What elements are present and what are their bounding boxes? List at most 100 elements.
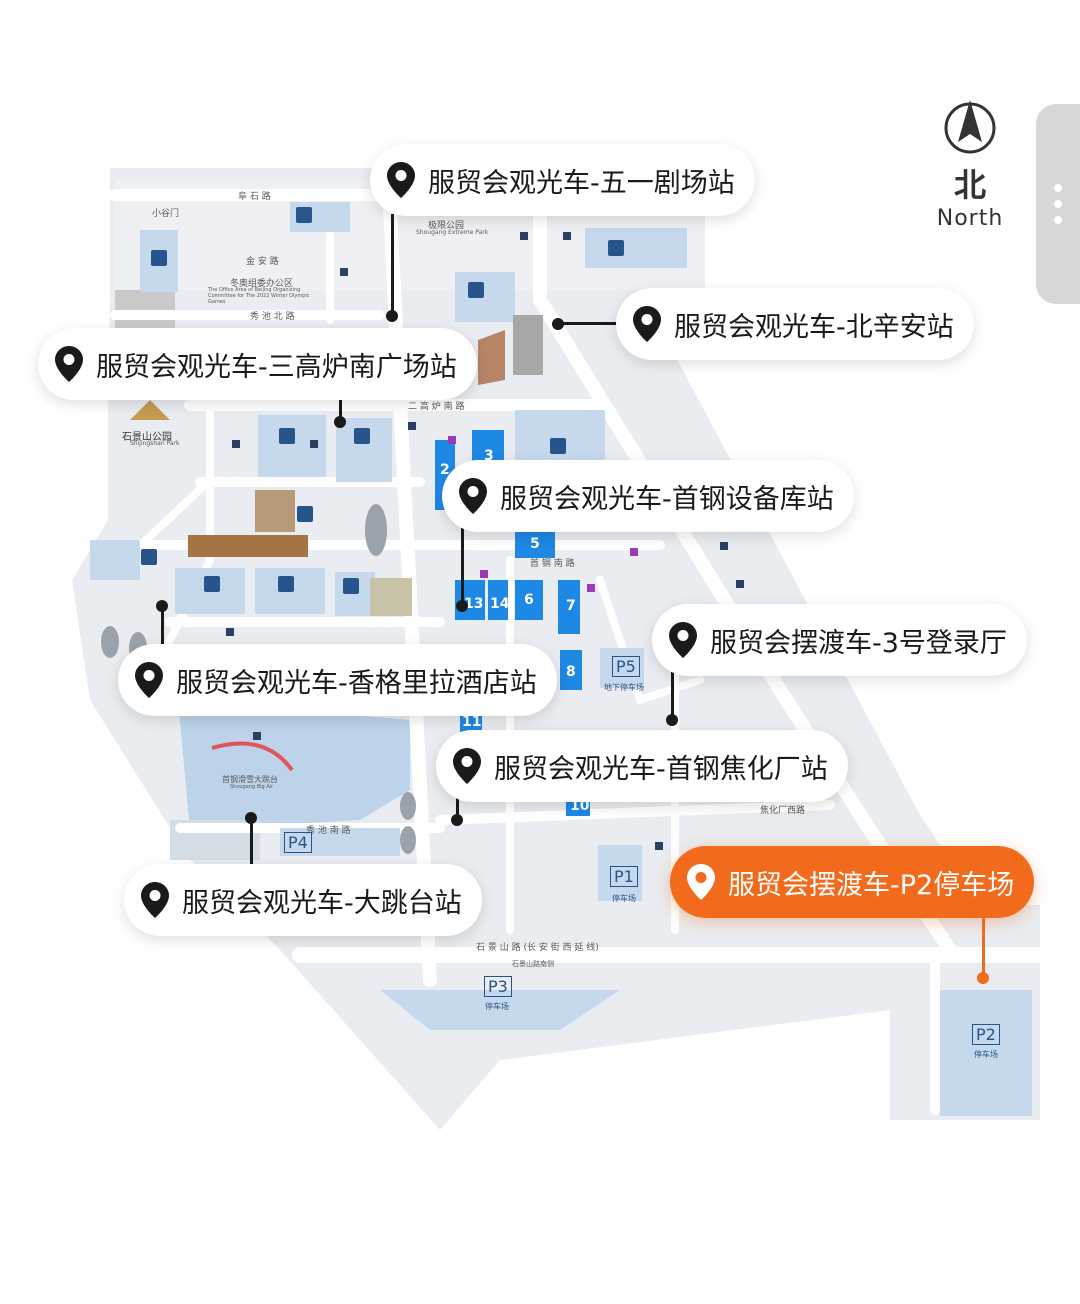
station-label: 服贸会摆渡车-3号登录厅 xyxy=(710,627,1007,659)
big-air-icon xyxy=(211,741,294,772)
location-pin-icon xyxy=(687,864,715,900)
parking-block xyxy=(600,648,644,688)
parking-icon xyxy=(550,438,566,454)
road-label-fushi: 阜 石 路 xyxy=(238,192,271,202)
place-label-shijingshan-park: 石景山公园 xyxy=(122,432,172,443)
parking-icon xyxy=(279,428,295,444)
compass: 北 North xyxy=(930,96,1010,231)
compass-north-en: North xyxy=(936,206,1004,231)
stop-dot xyxy=(245,812,257,824)
wc-icon xyxy=(563,232,571,240)
wc-icon xyxy=(736,580,744,588)
place-label-big-air: 首钢滑雪大跳台 xyxy=(222,775,278,784)
location-pin-icon xyxy=(633,306,661,342)
parking-icon xyxy=(297,506,313,522)
hall-block xyxy=(566,798,590,816)
parking-icon xyxy=(468,282,484,298)
parking-block xyxy=(598,845,642,901)
location-pin-icon xyxy=(669,622,697,658)
metro-icon xyxy=(630,548,638,556)
station-shougang-equipment[interactable]: 服贸会观光车-首钢设备库站 xyxy=(442,460,854,532)
leader-line xyxy=(250,820,253,866)
leader-line xyxy=(456,798,459,820)
location-pin-icon xyxy=(459,478,487,514)
building-tan xyxy=(255,490,295,532)
road-minor-3 xyxy=(596,576,704,706)
tower-icon xyxy=(400,826,416,854)
station-shangri-la[interactable]: 服贸会观光车-香格里拉酒店站 xyxy=(118,644,557,716)
leader-line xyxy=(558,322,618,325)
station-beixinan[interactable]: 服贸会观光车-北辛安站 xyxy=(616,288,974,360)
station-label: 服贸会观光车-五一剧场站 xyxy=(428,167,735,199)
parking-icon xyxy=(141,549,157,565)
lake xyxy=(178,700,410,830)
road-label-jiaohua: 焦化厂西路 xyxy=(760,806,806,816)
tower-icon xyxy=(101,626,119,658)
hall-block xyxy=(560,650,582,690)
leader-line xyxy=(671,672,674,722)
leader-line xyxy=(461,528,464,606)
parking-block xyxy=(585,228,687,268)
hall-number: 8 xyxy=(566,664,576,680)
p-icons xyxy=(141,207,624,594)
hall-number: 7 xyxy=(566,598,576,614)
parking-label-p2: P2 xyxy=(972,1024,1000,1045)
landmarks xyxy=(130,315,543,772)
north-arrow-icon xyxy=(944,100,996,154)
road-label-jinan: 金 安 路 xyxy=(246,257,279,267)
station-wuyi-theater[interactable]: 服贸会观光车-五一剧场站 xyxy=(370,144,755,216)
stop-dot xyxy=(456,600,468,612)
parking-sub-p3: 停车场 xyxy=(485,1002,509,1011)
wc-icon xyxy=(408,422,416,430)
wc-icon xyxy=(520,232,528,240)
wc-icon xyxy=(310,440,318,448)
station-sangaolu-south[interactable]: 服贸会观光车-三高炉南广场站 xyxy=(38,328,477,400)
station-label: 服贸会观光车-首钢设备库站 xyxy=(500,483,834,515)
place-label-olympic-office: 冬奥组委办公区 xyxy=(230,279,294,289)
building-brown xyxy=(188,535,308,557)
station-hall3-login[interactable]: 服贸会摆渡车-3号登录厅 xyxy=(652,604,1027,676)
station-label: 服贸会观光车-三高炉南广场站 xyxy=(96,351,457,383)
parking-block xyxy=(336,418,392,482)
building-olive xyxy=(370,578,412,616)
metro-icon xyxy=(448,436,456,444)
metro-icon xyxy=(587,584,595,592)
station-label: 服贸会观光车-大跳台站 xyxy=(182,887,462,919)
road-minor-7 xyxy=(126,476,214,559)
menu-dot-icon xyxy=(1054,184,1062,192)
building-gray xyxy=(513,315,543,375)
road-label-changan: 石 景 山 路 (长 安 街 西 延 线) xyxy=(476,943,599,953)
furnace-icon xyxy=(478,330,505,385)
parking-block xyxy=(455,272,515,322)
parking-icon xyxy=(354,428,370,444)
hall-block xyxy=(515,528,555,558)
p2-lot xyxy=(940,990,1032,1116)
parking-icon xyxy=(278,576,294,592)
station-p2-parking[interactable]: 服贸会摆渡车-P2停车场 xyxy=(670,846,1035,918)
wc-icon xyxy=(253,732,261,740)
place-label-big-air-en: Shougang Big Air xyxy=(230,784,274,790)
hall-number: 5 xyxy=(530,536,540,552)
location-pin-icon xyxy=(453,748,481,784)
more-menu-button[interactable] xyxy=(1036,104,1080,304)
halls xyxy=(435,430,590,816)
p3-lot xyxy=(380,990,620,1030)
hall-block xyxy=(515,580,543,620)
leader-line xyxy=(161,604,164,654)
road-label-shoufang: 首 钢 南 路 xyxy=(530,559,575,569)
wc-icon xyxy=(232,440,240,448)
road-label-xiuchi-south: 秀 池 南 路 xyxy=(306,826,351,836)
location-pin-icon xyxy=(55,346,83,382)
parking-sub-p1: 停车场 xyxy=(612,894,636,903)
leader-line xyxy=(339,394,342,424)
place-label-olympic-office-en: The Office Area of Beijing Organizing Co… xyxy=(208,287,310,305)
stop-dot-highlight xyxy=(977,972,989,984)
leader-line xyxy=(391,214,394,316)
parking-sub-p5: 地下停车场 xyxy=(604,683,644,692)
pagoda-icon xyxy=(130,400,170,420)
parking-icon xyxy=(343,578,359,594)
station-big-air[interactable]: 服贸会观光车-大跳台站 xyxy=(124,864,482,936)
menu-dot-icon xyxy=(1054,216,1062,224)
station-coking-plant[interactable]: 服贸会观光车-首钢焦化厂站 xyxy=(436,730,848,802)
location-pin-icon xyxy=(141,882,169,918)
